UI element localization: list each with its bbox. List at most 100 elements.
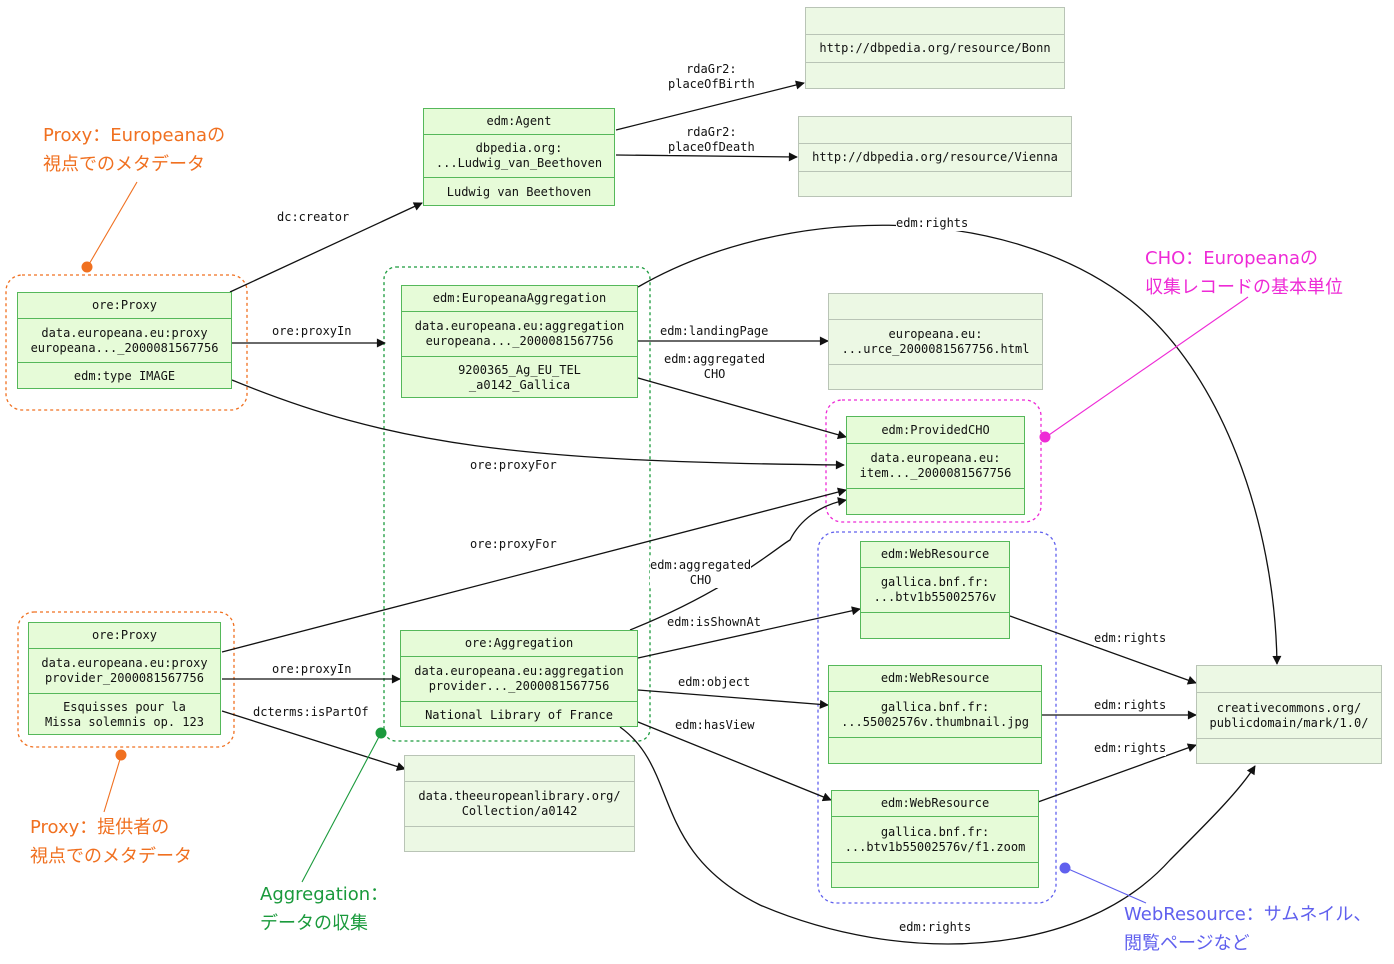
node-vienna-uri: http://dbpedia.org/resource/Vienna: [799, 143, 1071, 171]
edge-rights-3: [1037, 743, 1197, 803]
node-bonn-uri: http://dbpedia.org/resource/Bonn: [806, 34, 1064, 62]
edge-aggregated-cho-bottom: [629, 497, 847, 631]
node-collection: data.theeuropeanlibrary.org/Collection/a…: [404, 755, 635, 852]
node-europeana-aggregation: edm:EuropeanaAggregation data.europeana.…: [401, 285, 638, 398]
node-proxy-provider-type: ore:Proxy: [91, 628, 158, 642]
webresource-group: [817, 531, 1057, 904]
edge-rights-1: [1009, 615, 1197, 685]
label-is-shown-at: edm:isShownAt: [667, 615, 761, 630]
annotation-proxy-europeana: Proxy：Europeanaの 視点でのメタデータ: [43, 125, 226, 175]
node-provided-cho-type: edm:ProvidedCHO: [881, 422, 990, 437]
edge-rights-bottom: [619, 726, 1256, 945]
node-bonn-footer: [806, 62, 1064, 90]
aggregation-group: [383, 266, 651, 742]
node-europeana-aggregation-id: 9200365_Ag_EU_TEL_a0142_Gallica: [402, 356, 637, 399]
node-agent-type: edm:Agent: [486, 114, 552, 128]
edge-proxy-for-bottom: [221, 487, 847, 653]
pointer-dot-webresource: [1059, 862, 1071, 874]
label-has-view: edm:hasView: [675, 718, 755, 733]
label-place-of-birth: rdaGr2: placeOfBirth: [668, 62, 755, 92]
label-rights-1: edm:rights: [1094, 631, 1167, 646]
label-proxy-in-bottom: ore:proxyIn: [272, 662, 352, 677]
node-agent: edm:Agent dbpedia.org:...Ludwig_van_Beet…: [423, 108, 615, 206]
node-landing-page-header: [829, 294, 1042, 319]
pointer-dot-cho: [1039, 431, 1051, 443]
label-is-part-of: dcterms:isPartOf: [253, 705, 369, 720]
node-aggregation-type: ore:Aggregation: [464, 636, 574, 650]
node-webresource-1: edm:WebResource gallica.bnf.fr:...btv1b5…: [860, 541, 1010, 639]
proxy-europeana-group: [5, 274, 248, 411]
node-bonn-header: [806, 8, 1064, 34]
label-rights-bottom: edm:rights: [899, 920, 972, 935]
node-webresource-3-footer: [832, 862, 1038, 889]
label-aggregated-cho-bottom: edm:aggregated CHO: [650, 558, 752, 588]
pointer-proxy-europeana: [87, 181, 138, 267]
node-webresource-2-footer: [829, 737, 1041, 765]
node-provided-cho: edm:ProvidedCHO data.europeana.eu:item..…: [846, 416, 1025, 515]
label-landing-page: edm:landingPage: [660, 324, 769, 339]
node-vienna-header: [799, 117, 1071, 143]
node-landing-page-uri: europeana.eu:...urce_2000081567756.html: [829, 319, 1042, 364]
node-license: creativecommons.org/publicdomain/mark/1.…: [1196, 665, 1382, 764]
label-rights-top: edm:rights: [896, 216, 969, 231]
node-vienna-footer: [799, 171, 1071, 198]
node-aggregation: ore:Aggregation data.europeana.eu:aggreg…: [400, 630, 638, 727]
node-europeana-aggregation-type: edm:EuropeanaAggregation: [432, 291, 607, 305]
label-rights-2: edm:rights: [1094, 698, 1167, 713]
edge-rights-top: [637, 224, 1282, 665]
node-webresource-2-type: edm:WebResource: [880, 671, 990, 685]
node-webresource-3: edm:WebResource gallica.bnf.fr:...btv1b5…: [831, 790, 1039, 888]
edge-is-shown-at: [637, 606, 861, 659]
node-webresource-1-type: edm:WebResource: [880, 547, 990, 561]
label-place-of-death: rdaGr2: placeOfDeath: [668, 125, 755, 155]
node-provided-cho-footer: [847, 488, 1024, 516]
annotation-aggregation: Aggregation： データの収集: [260, 884, 389, 934]
edge-proxy-for-top: [231, 379, 845, 470]
label-proxy-for-bottom: ore:proxyFor: [470, 537, 557, 552]
pointer-proxy-provider: [103, 755, 122, 813]
edge-object: [637, 689, 829, 709]
node-license-footer: [1197, 738, 1381, 765]
node-webresource-2: edm:WebResource gallica.bnf.fr:...550025…: [828, 665, 1042, 764]
label-object: edm:object: [678, 675, 751, 690]
edge-is-part-of: [221, 710, 406, 771]
node-license-uri: creativecommons.org/publicdomain/mark/1.…: [1197, 692, 1381, 738]
node-agent-label: Ludwig van Beethoven: [424, 177, 614, 207]
annotation-cho: CHO：Europeanaの 収集レコードの基本単位: [1145, 248, 1343, 298]
pointer-webresource: [1065, 867, 1147, 904]
node-license-header: [1197, 666, 1381, 692]
node-provided-cho-uri: data.europeana.eu:item..._2000081567756: [847, 443, 1024, 488]
node-webresource-3-type: edm:WebResource: [880, 796, 990, 810]
label-proxy-for-top: ore:proxyFor: [470, 458, 557, 473]
node-landing-page: europeana.eu:...urce_2000081567756.html: [828, 293, 1043, 390]
label-aggregated-cho-top: edm:aggregated CHO: [664, 352, 766, 382]
edge-place-of-birth: [615, 80, 805, 131]
label-creator: dc:creator: [277, 210, 350, 225]
node-webresource-1-uri: gallica.bnf.fr:...btv1b55002576v: [861, 567, 1009, 612]
edge-place-of-death: [615, 152, 798, 162]
pointer-cho: [1045, 296, 1249, 438]
edge-creator: [229, 202, 423, 293]
node-vienna: http://dbpedia.org/resource/Vienna: [798, 116, 1072, 197]
node-landing-page-footer: [829, 364, 1042, 391]
node-bonn: http://dbpedia.org/resource/Bonn: [805, 7, 1065, 89]
label-proxy-in-top: ore:proxyIn: [272, 324, 352, 339]
pointer-dot-proxy-provider: [115, 749, 127, 761]
node-webresource-1-footer: [861, 612, 1009, 640]
node-collection-header: [405, 756, 634, 781]
node-webresource-3-uri: gallica.bnf.fr:...btv1b55002576v/f1.zoom: [832, 816, 1038, 862]
node-collection-footer: [405, 826, 634, 853]
annotation-proxy-provider: Proxy：提供者の 視点でのメタデータ: [30, 817, 192, 867]
node-proxy-europeana-type: ore:Proxy: [91, 298, 158, 312]
node-proxy-europeana-edm-type: edm:type IMAGE: [18, 362, 231, 390]
edge-has-view: [637, 721, 832, 802]
